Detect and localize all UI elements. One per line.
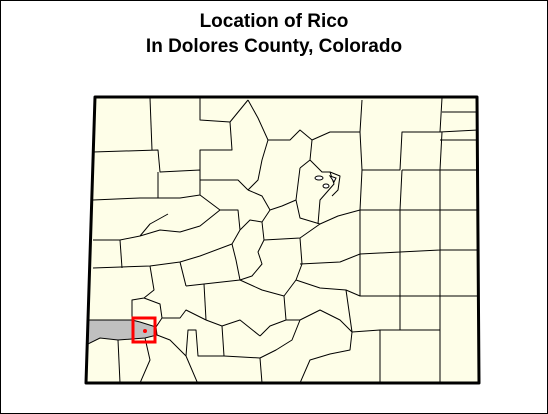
dolores-county-highlight bbox=[87, 319, 158, 345]
colorado-state-land bbox=[86, 97, 479, 383]
reservoirs bbox=[314, 175, 337, 189]
map-title-line-2: In Dolores County, Colorado bbox=[145, 36, 403, 57]
county-borders bbox=[92, 97, 479, 385]
town-dot-icon bbox=[143, 329, 147, 333]
map-title: Location of Rico In Dolores County, Colo… bbox=[0, 9, 548, 59]
map-title-line-1: Location of Rico bbox=[199, 11, 349, 32]
colorado-state-border bbox=[84, 95, 481, 385]
locator-square-icon bbox=[131, 316, 157, 344]
